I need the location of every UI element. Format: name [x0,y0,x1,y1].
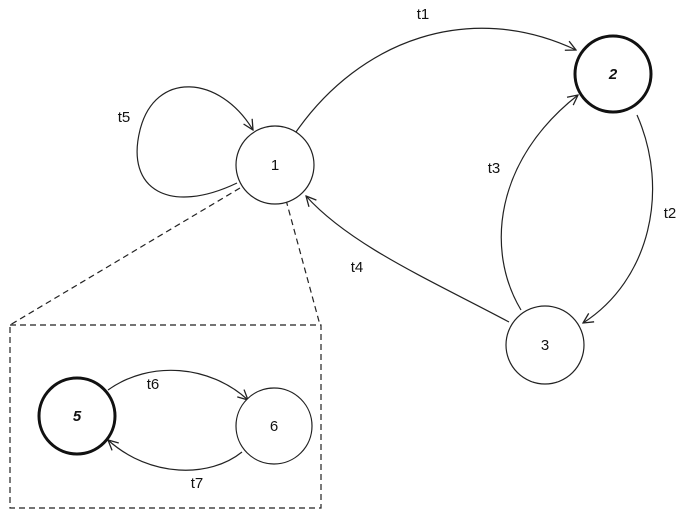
refinement-connector-left [9,187,241,326]
state-1-label: 1 [271,157,279,174]
transition-t2-edge [583,114,654,323]
state-5-label: 5 [73,408,82,425]
transition-t1-edge [295,27,576,133]
refinement-connector-right [285,199,321,326]
transition-t6-label: t6 [147,376,160,393]
transition-t6-edge [107,369,248,400]
transition-t1-label: t1 [417,6,430,23]
state-6-circle [235,387,313,465]
refinement-box [9,324,322,509]
transition-t7-label: t7 [191,475,204,492]
transition-t4-edge [306,196,510,323]
transition-t5-label: t5 [118,109,131,126]
state-2-circle [573,34,653,114]
state-6-label: 6 [270,418,278,435]
state-1-circle [235,125,315,205]
transition-t5-edge [136,86,253,198]
state-3-circle [505,305,585,385]
state-5-circle [37,376,117,456]
transition-t3-label: t3 [488,160,501,177]
state-2-label: 2 [608,66,618,83]
transition-t2-label: t2 [664,205,677,222]
transition-t3-edge [500,95,578,311]
transition-t7-edge [108,440,243,471]
state-3-label: 3 [541,337,549,354]
transition-t4-label: t4 [351,259,364,276]
